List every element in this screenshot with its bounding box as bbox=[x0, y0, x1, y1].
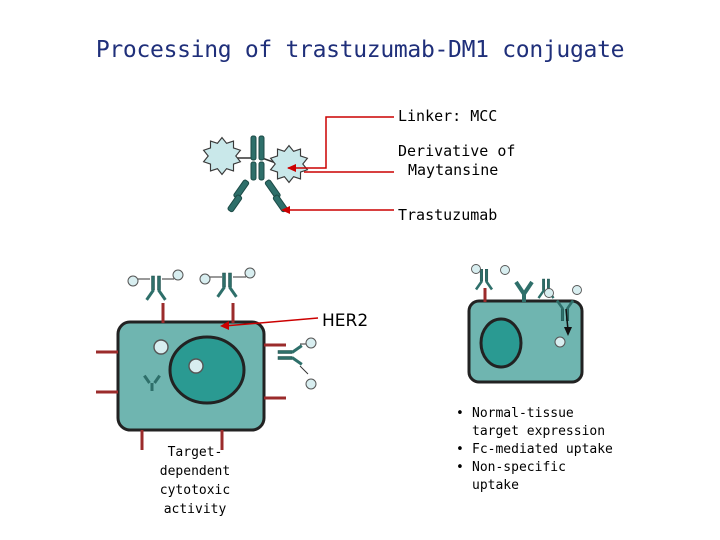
linker-label: Linker: MCC bbox=[398, 107, 498, 125]
target-cell bbox=[96, 267, 319, 450]
maytansine-drug-left bbox=[203, 137, 241, 175]
bullet-item: Non-specific uptake bbox=[456, 459, 613, 495]
bound-antibody bbox=[127, 269, 184, 302]
bound-antibody bbox=[471, 264, 510, 291]
bullet-line: Fc-mediated uptake bbox=[472, 442, 613, 457]
derivative-label-line1: Derivative of bbox=[398, 142, 516, 160]
bound-antibody-side bbox=[277, 343, 304, 367]
bullet-line: target expression bbox=[472, 424, 606, 439]
bound-antibody bbox=[199, 267, 256, 299]
label-pointers bbox=[281, 116, 394, 214]
released-drug bbox=[554, 336, 566, 348]
conjugate-molecule bbox=[203, 135, 308, 213]
maytansine-drug-right bbox=[270, 145, 308, 183]
bullet-line: Normal-tissue bbox=[472, 406, 574, 421]
derivative-label-line2: Maytansine bbox=[408, 161, 499, 179]
released-drug bbox=[153, 339, 169, 355]
bullet-line: Non-specific bbox=[472, 460, 566, 475]
target-line4: activity bbox=[163, 502, 227, 517]
target-line2: dependent bbox=[159, 464, 231, 479]
derivative-label: Derivative of Maytansine bbox=[398, 142, 515, 180]
fc-receptor-antibody bbox=[514, 280, 534, 302]
her2-label: HER2 bbox=[322, 311, 369, 331]
bullet-line: uptake bbox=[472, 478, 519, 493]
nucleus bbox=[479, 317, 523, 369]
bullet-item: Fc-mediated uptake bbox=[456, 441, 613, 459]
target-activity-label: Target- dependent cytotoxic activity bbox=[140, 443, 250, 519]
bullet-item: Normal-tissue target expression bbox=[456, 405, 613, 441]
target-line1: Target- bbox=[167, 445, 223, 460]
page-title: Processing of trastuzumab-DM1 conjugate bbox=[95, 37, 625, 63]
uptake-bullet-list: Normal-tissue target expression Fc-media… bbox=[456, 405, 613, 495]
target-line3: cytotoxic bbox=[159, 483, 231, 498]
internalizing-antibody bbox=[555, 299, 575, 336]
internalized-antibody bbox=[143, 374, 161, 391]
released-drug bbox=[188, 358, 204, 374]
fc-receptor-antibody bbox=[537, 278, 582, 300]
trastuzumab-label: Trastuzumab bbox=[398, 206, 498, 224]
nucleus bbox=[168, 335, 246, 405]
normal-cell bbox=[467, 264, 584, 384]
her2-receptors bbox=[96, 303, 286, 450]
